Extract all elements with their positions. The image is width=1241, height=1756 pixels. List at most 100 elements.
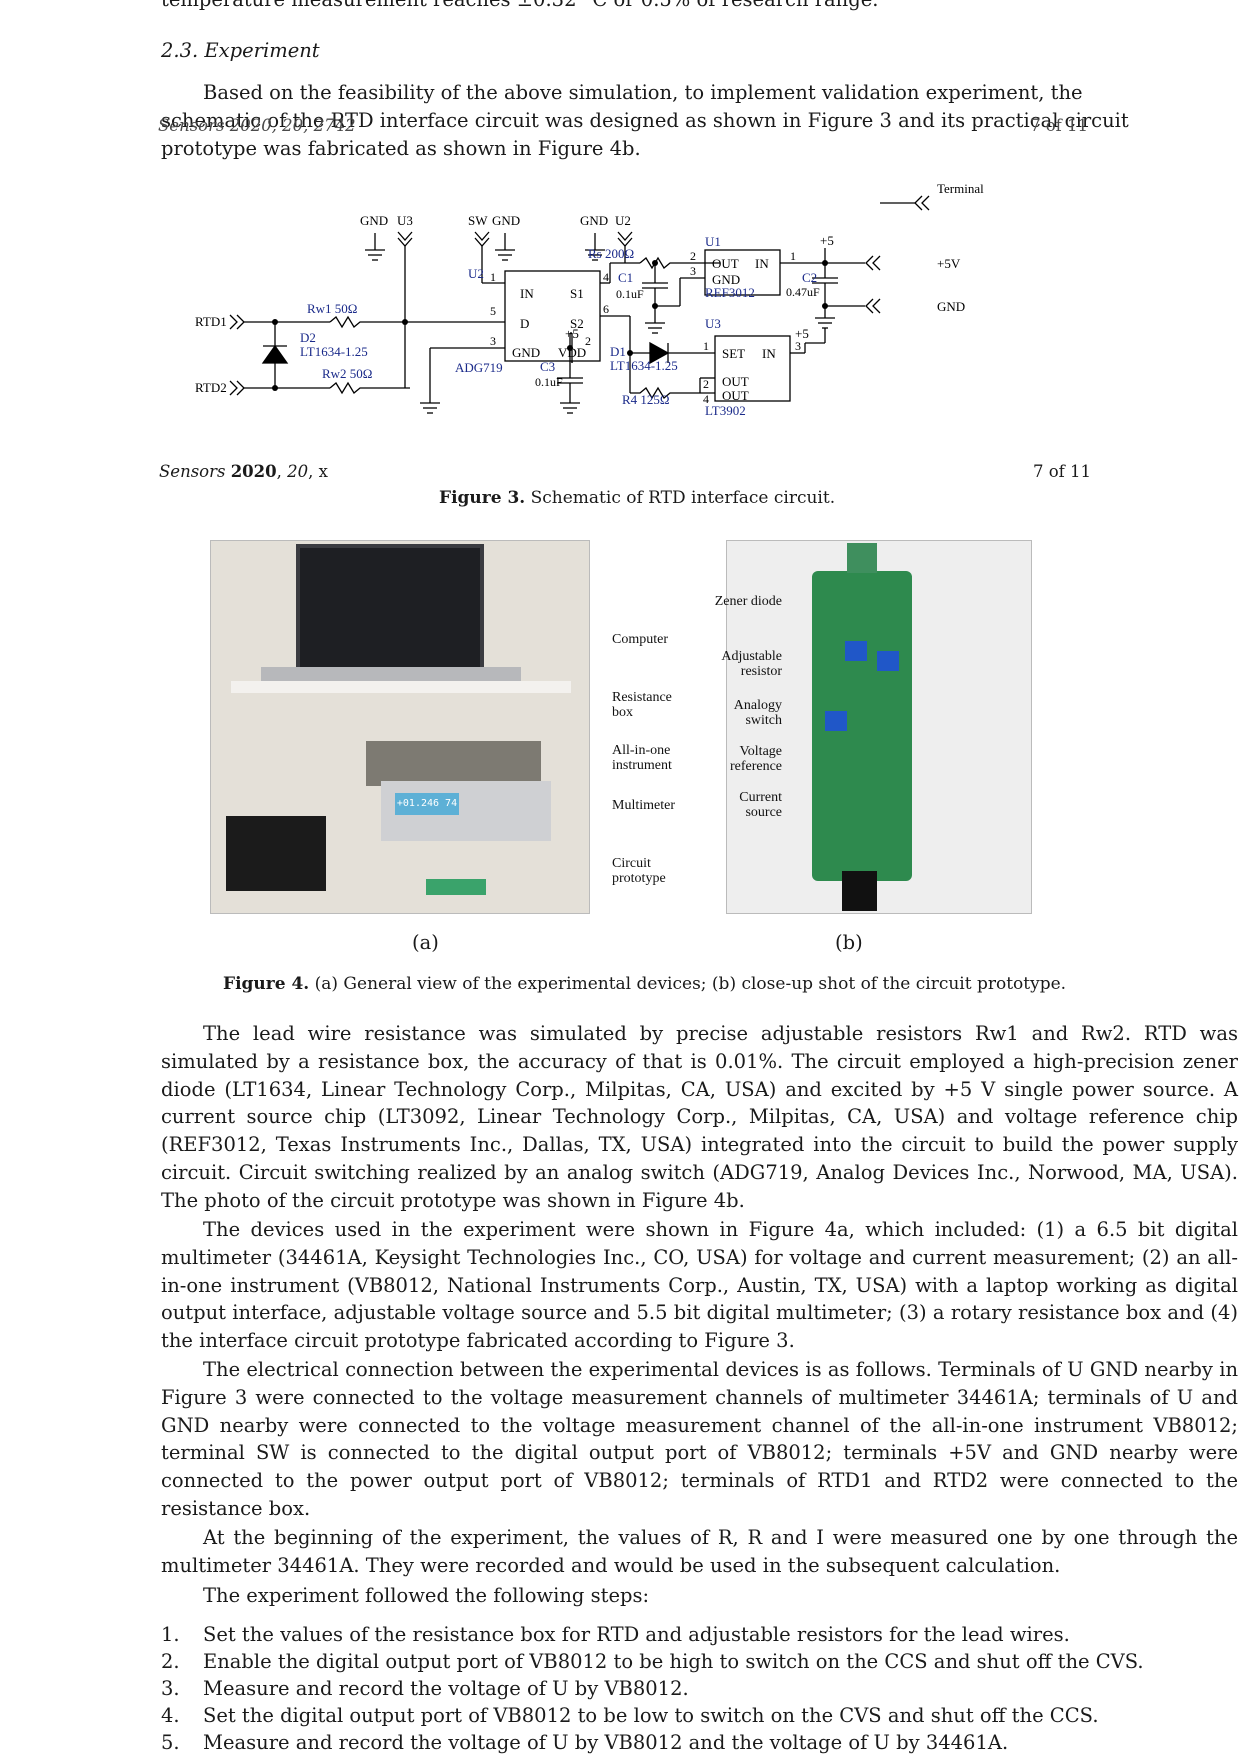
c1-label: C1 bbox=[618, 270, 633, 285]
laptop-screen bbox=[296, 544, 484, 672]
experiment-steps-list: 1.Set the values of the resistance box f… bbox=[161, 1621, 1144, 1756]
plus5-label-3: +5 bbox=[565, 326, 579, 341]
rs-label: Rs 200Ω bbox=[588, 246, 634, 261]
step-item-2: 2.Enable the digital output port of VB80… bbox=[161, 1650, 1144, 1673]
pin-1: 1 bbox=[490, 270, 496, 284]
gnd-label-1: GND bbox=[360, 213, 388, 228]
intro-line-3: prototype was fabricated as shown in Fig… bbox=[161, 137, 641, 160]
adjustable-resistor-2 bbox=[825, 711, 847, 731]
terminal-block-top bbox=[847, 543, 877, 573]
paragraph-measurement: At the beginning of the experiment, the … bbox=[161, 1526, 1238, 1577]
label-multimeter: Multimeter bbox=[612, 798, 675, 813]
previous-paragraph-tail: temperature measurement reaches ±0.32 °C… bbox=[161, 0, 878, 13]
table-top bbox=[231, 681, 571, 693]
plus5-label-1: +5 bbox=[820, 233, 834, 248]
paragraph-devices: The devices used in the experiment were … bbox=[161, 1218, 1238, 1353]
rtd-interface-schematic: Terminal GND U3 SW GND GND U2 +5V GND +5… bbox=[195, 181, 984, 418]
figure3-caption: Figure 3. Schematic of RTD interface cir… bbox=[439, 488, 836, 508]
u3-out-2: OUT bbox=[722, 388, 749, 403]
probe-cables bbox=[842, 871, 877, 911]
figure4-caption: Figure 4. (a) General view of the experi… bbox=[223, 974, 1067, 994]
label-voltage-reference: Voltage reference bbox=[729, 744, 782, 774]
u2-s1: S1 bbox=[570, 286, 584, 301]
u3-out-1: OUT bbox=[722, 374, 749, 389]
pin-2: 2 bbox=[585, 334, 591, 348]
u1-pin-2: 2 bbox=[690, 249, 696, 263]
u1-pin-3: 3 bbox=[690, 264, 696, 278]
resistance-box-rotary bbox=[226, 816, 326, 891]
circuit-prototype-board bbox=[426, 879, 486, 895]
d2-part: LT1634-1.25 bbox=[300, 344, 368, 359]
u1-part: REF3012 bbox=[705, 285, 755, 300]
adjustable-resistor-3 bbox=[877, 651, 899, 671]
rw1-label: Rw1 50Ω bbox=[307, 301, 357, 316]
running-header-ghost-left: Sensors 2020, 20, 2742 bbox=[158, 116, 356, 135]
u1-gnd: GND bbox=[712, 272, 740, 287]
label-circuit-prototype: Circuit prototype bbox=[612, 856, 666, 886]
gnd-label-3: GND bbox=[580, 213, 608, 228]
section-heading: 2.3. Experiment bbox=[161, 39, 320, 62]
d1-part: LT1634-1.25 bbox=[610, 358, 678, 373]
paragraph-connections: The electrical connection between the ex… bbox=[161, 1358, 1238, 1520]
u2-d: D bbox=[520, 316, 529, 331]
u3-pin-2: 2 bbox=[703, 377, 709, 391]
label-adjustable-resistor: Adjustable resistor bbox=[721, 649, 782, 679]
subfig-a-label: (a) bbox=[412, 931, 439, 954]
c2-label: C2 bbox=[802, 270, 817, 285]
label-computer: Computer bbox=[612, 632, 668, 647]
u3-label-top: U3 bbox=[397, 213, 413, 228]
label-resistance-box: Resistance box bbox=[612, 690, 672, 720]
c3-label: C3 bbox=[540, 359, 555, 374]
u3-pin-4: 4 bbox=[703, 392, 709, 406]
u3-in: IN bbox=[762, 346, 776, 361]
label-current-source: Current source bbox=[739, 790, 782, 820]
label-zener-diode: Zener diode bbox=[714, 594, 782, 609]
rtd1-label: RTD1 bbox=[195, 314, 227, 329]
d1-label: D1 bbox=[610, 344, 626, 359]
u1-pin-1: 1 bbox=[790, 249, 796, 263]
step-item-5: 5.Measure and record the voltage of U by… bbox=[161, 1731, 1009, 1754]
u2-vdd: VDD bbox=[558, 345, 586, 360]
plus5-label-2: +5 bbox=[795, 326, 809, 341]
u2-in: IN bbox=[520, 286, 534, 301]
plus5v-label: +5V bbox=[937, 256, 961, 271]
terminal-label: Terminal bbox=[937, 181, 984, 196]
u2-gnd: GND bbox=[512, 345, 540, 360]
step-item-4: 4.Set the digital output port of VB8012 … bbox=[161, 1704, 1099, 1727]
sw-label: SW bbox=[468, 213, 488, 228]
u3-set: SET bbox=[722, 346, 745, 361]
multimeter-display: +01.246 74 bbox=[395, 793, 459, 815]
photo-circuit-closeup bbox=[726, 540, 1032, 914]
c2-value: 0.47uF bbox=[786, 285, 820, 299]
rw2-label: Rw2 50Ω bbox=[322, 366, 372, 381]
intro-line-2: schematic of the RTD interface circuit w… bbox=[161, 109, 1129, 132]
label-analogy-switch: Analogy switch bbox=[733, 698, 782, 728]
u3-pin-1: 1 bbox=[703, 339, 709, 353]
u1-in: IN bbox=[755, 256, 769, 271]
c1-value: 0.1uF bbox=[616, 287, 644, 301]
running-header-overlay-right: 7 of 11 bbox=[1033, 462, 1092, 481]
r4-label: R4 125Ω bbox=[622, 392, 670, 407]
running-header-ghost-right: 7 of 11 bbox=[1030, 116, 1089, 135]
pin-6: 6 bbox=[603, 302, 609, 316]
intro-line-1: Based on the feasibility of the above si… bbox=[203, 81, 1083, 104]
subfig-b-label: (b) bbox=[835, 931, 863, 954]
u1-out: OUT bbox=[712, 256, 739, 271]
u2-label-top: U2 bbox=[615, 213, 631, 228]
pin-3: 3 bbox=[490, 334, 496, 348]
running-header-overlay-left: Sensors 2020, 20, x bbox=[159, 462, 328, 481]
label-all-in-one: All-in-one instrument bbox=[612, 743, 672, 773]
c3-value: 0.1uF bbox=[535, 375, 563, 389]
step-item-3: 3.Measure and record the voltage of U by… bbox=[161, 1677, 689, 1700]
u3-part: LT3902 bbox=[705, 403, 746, 418]
d2-label: D2 bbox=[300, 330, 316, 345]
gnd-out-label: GND bbox=[937, 299, 965, 314]
u1-label: U1 bbox=[705, 234, 721, 249]
gnd-label-2: GND bbox=[492, 213, 520, 228]
paragraph-lead-wires: The lead wire resistance was simulated b… bbox=[161, 1022, 1238, 1212]
u3-label: U3 bbox=[705, 316, 721, 331]
photo-experimental-devices: +01.246 74 bbox=[210, 540, 590, 914]
pin-5: 5 bbox=[490, 304, 496, 318]
resistance-box bbox=[366, 741, 541, 786]
adjustable-resistor-1 bbox=[845, 641, 867, 661]
